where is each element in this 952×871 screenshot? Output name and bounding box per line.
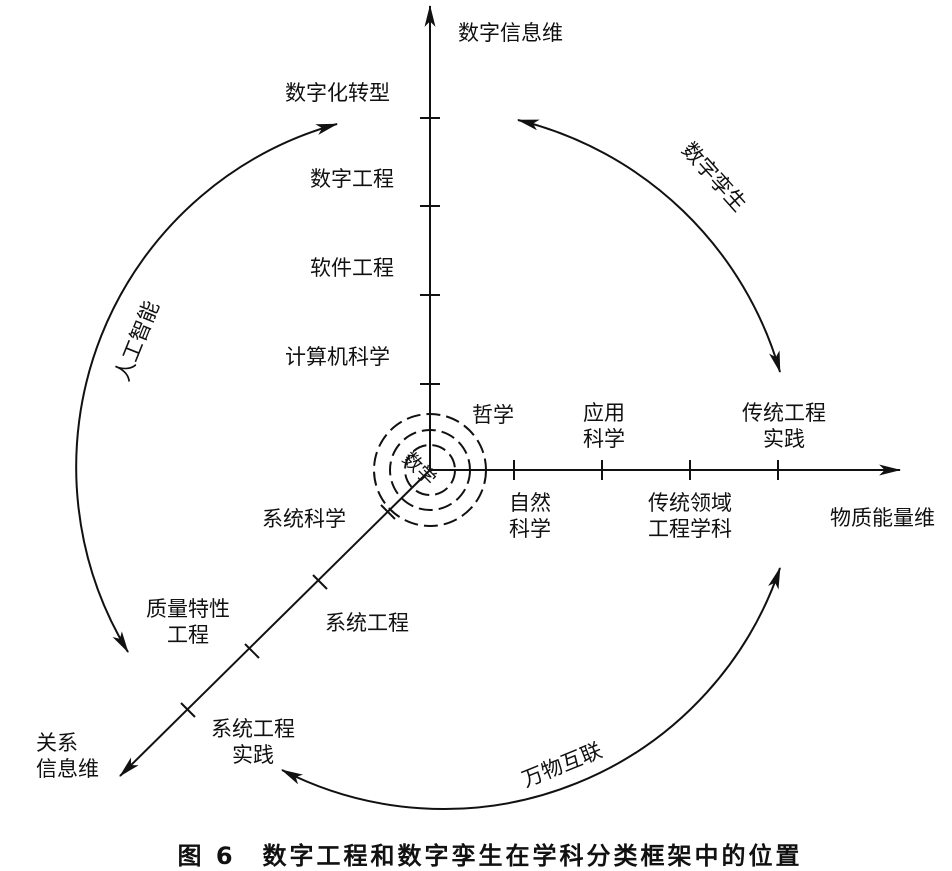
line1: 传统工程 (742, 401, 826, 425)
line2: 实践 (232, 743, 274, 767)
line1: 自然 (509, 491, 551, 515)
line1: 质量特性 (146, 597, 230, 621)
line2: 工程 (167, 623, 209, 647)
ai-arc (75, 123, 339, 653)
figure-caption: 图 6 数字工程和数字孪生在学科分类框架中的位置 (177, 842, 803, 870)
tick-digital-engineering: 数字工程 (310, 167, 394, 191)
tick-systems-science: 系统科学 (262, 507, 346, 531)
tick-digital-transformation: 数字化转型 (285, 81, 390, 105)
iot-arc (281, 566, 781, 810)
tick-computer-science: 计算机科学 (285, 345, 390, 369)
tick-quality-engineering: 质量特性工程 (140, 596, 236, 648)
digital-axis-label: 数字信息维 (458, 21, 563, 45)
line2: 科学 (509, 517, 551, 541)
line2: 信息维 (36, 757, 99, 781)
line2: 工程学科 (648, 517, 732, 541)
tick-software-engineering: 软件工程 (310, 256, 394, 280)
line2: 实践 (763, 427, 805, 451)
math-circles (373, 413, 487, 527)
tick-traditional-practice: 传统工程实践 (734, 400, 834, 452)
tick-traditional-domain: 传统领域工程学科 (640, 490, 740, 542)
tick-se-practice: 系统工程实践 (205, 716, 301, 768)
tick-applied-science: 应用科学 (580, 400, 628, 452)
physical-axis-label: 物质能量维 (830, 506, 935, 530)
tick-systems-engineering: 系统工程 (325, 611, 409, 635)
relational-axis-label: 关系信息维 (36, 730, 99, 782)
tick-natural-science: 自然科学 (506, 490, 554, 542)
line1: 传统领域 (648, 491, 732, 515)
line1: 关系 (36, 731, 78, 755)
philosophy-label: 哲学 (472, 403, 514, 427)
line1: 应用 (583, 401, 625, 425)
line2: 科学 (583, 427, 625, 451)
digital-twin-arc (516, 119, 781, 374)
line1: 系统工程 (211, 717, 295, 741)
